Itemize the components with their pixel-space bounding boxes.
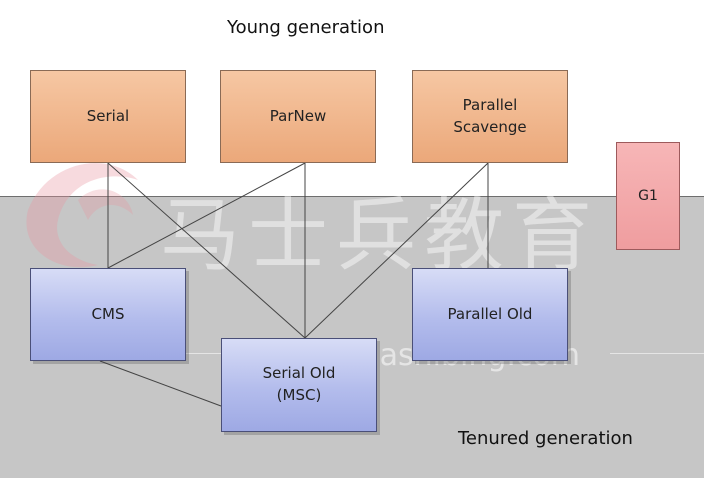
cms-collector-box: CMS xyxy=(30,268,186,361)
young-generation-label: Young generation xyxy=(227,17,385,38)
parnew-collector-box: ParNew xyxy=(220,70,376,163)
watermark-line-right xyxy=(610,353,704,354)
watermark-line-left xyxy=(150,353,260,354)
parallel-scavenge-collector-box: Parallel Scavenge xyxy=(412,70,568,163)
connector-parallel-scavenge-serial-old xyxy=(304,162,489,339)
serial-collector-box: Serial xyxy=(30,70,186,163)
serial-old-collector-box: Serial Old (MSC) xyxy=(221,338,377,432)
tenured-generation-label: Tenured generation xyxy=(458,428,633,449)
watermark-chinese-text: 马士兵教育 xyxy=(160,189,600,282)
connector-serial-serial-old xyxy=(107,162,306,339)
g1-collector-box: G1 xyxy=(616,142,680,250)
watermark-logo-icon xyxy=(26,163,138,268)
parallel-old-collector-box: Parallel Old xyxy=(412,268,568,361)
connector-parnew-cms xyxy=(107,162,306,269)
connector-cms-serial-old xyxy=(99,360,222,407)
